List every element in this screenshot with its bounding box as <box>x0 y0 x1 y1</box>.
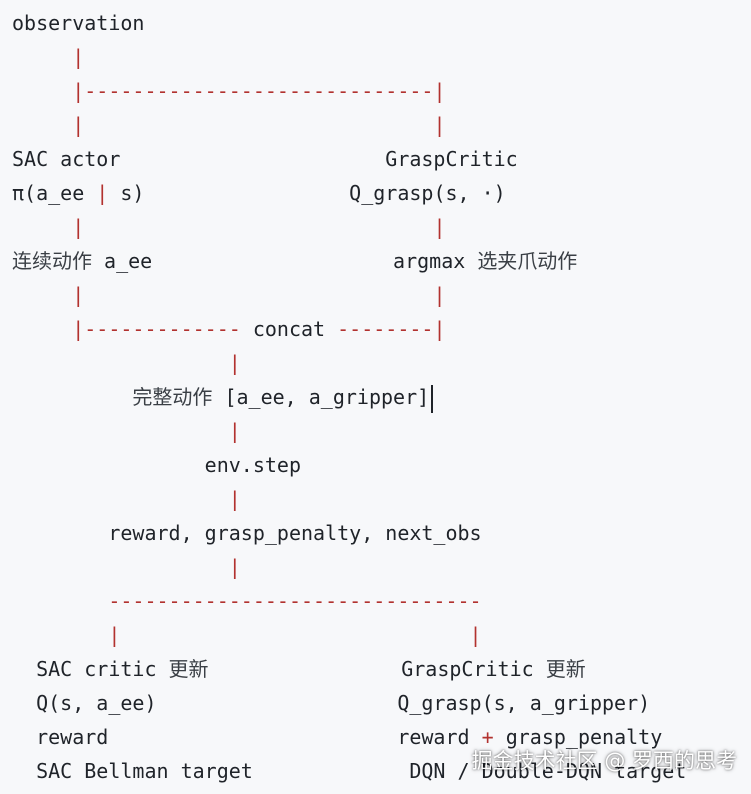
connector: | <box>228 555 241 579</box>
diagram-text: 更新 <box>168 657 209 681</box>
diagram-text: a_ee argmax <box>92 249 478 273</box>
diagram-line: SAC critic 更新 GraspCritic 更新 <box>12 652 586 686</box>
diagram-text: reward, grasp_penalty, next_obs <box>12 521 482 545</box>
diagram-text <box>12 113 72 137</box>
diagram-line: | | <box>12 210 446 244</box>
diagram-text: Q(s, a_ee) Q_grasp(s, a_gripper) <box>12 691 651 715</box>
diagram-line: SAC Bellman target DQN / Double-DQN targ… <box>12 754 686 788</box>
diagram-line: | <box>12 550 241 584</box>
diagram-text: 选夹爪动作 <box>477 249 578 273</box>
diagram-text: concat <box>252 317 326 341</box>
diagram-line: ------------------------------- <box>12 584 482 618</box>
diagram-text: 连续动作 <box>12 249 92 273</box>
connector: | <box>228 487 241 511</box>
connector: | <box>228 419 241 443</box>
diagram-line: |------------- concat --------| <box>12 312 446 346</box>
connector: ------------------------------- <box>108 589 482 613</box>
diagram-text <box>12 589 108 613</box>
diagram-text <box>12 385 132 409</box>
diagram-text: SAC Bellman target DQN / Double-DQN targ… <box>12 759 687 783</box>
diagram-text <box>12 487 229 511</box>
watermark: 掘金技术社区 @ 罗西的思考 <box>471 749 737 773</box>
connector: | <box>228 351 241 375</box>
diagram-text: grasp_penalty <box>493 725 663 749</box>
connector: |------------- <box>72 317 253 341</box>
diagram-text: env.step <box>12 453 301 477</box>
diagram-text: reward reward <box>12 725 482 749</box>
connector: | | <box>72 283 446 307</box>
diagram-text: observation <box>12 11 145 35</box>
connector: |-----------------------------| <box>72 79 446 103</box>
diagram-line: |-----------------------------| <box>12 74 446 108</box>
diagram-line: 连续动作 a_ee argmax 选夹爪动作 <box>12 244 577 278</box>
connector: | <box>96 181 109 205</box>
diagram-text: 完整动作 <box>132 385 213 409</box>
diagram-text: SAC critic <box>12 657 169 681</box>
diagram-text <box>12 79 72 103</box>
diagram-line: | <box>12 40 84 74</box>
connector: | <box>72 45 85 69</box>
diagram-text <box>12 45 72 69</box>
diagram-line: | | <box>12 618 482 652</box>
text-cursor <box>431 384 433 413</box>
diagram-line: SAC actor GraspCritic <box>12 142 518 176</box>
diagram-line: π(a_ee | s) Q_grasp(s, ·) <box>12 176 506 210</box>
connector: --------| <box>325 317 446 341</box>
connector: | | <box>72 215 446 239</box>
diagram-line: Q(s, a_ee) Q_grasp(s, a_gripper) <box>12 686 650 720</box>
connector: | | <box>72 113 446 137</box>
diagram-text: SAC actor GraspCritic <box>12 147 518 171</box>
diagram-line: | <box>12 414 241 448</box>
diagram-line: 完整动作 [a_ee, a_gripper] <box>12 380 433 414</box>
diagram-line: | <box>12 482 241 516</box>
diagram-line: | <box>12 346 241 380</box>
diagram-line: | | <box>12 278 446 312</box>
diagram-line: reward, grasp_penalty, next_obs <box>12 516 482 550</box>
diagram-line: observation <box>12 6 144 40</box>
diagram-text <box>12 623 108 647</box>
diagram-text <box>12 419 229 443</box>
diagram-text: [a_ee, a_gripper] <box>212 385 430 409</box>
connector: | | <box>108 623 482 647</box>
diagram-text: π(a_ee <box>12 181 97 205</box>
diagram-text: 更新 <box>545 657 586 681</box>
diagram-text <box>12 317 72 341</box>
diagram-text: s) Q_grasp(s, ·) <box>108 181 506 205</box>
diagram-text <box>12 283 72 307</box>
connector: + <box>481 725 494 749</box>
diagram-line: reward reward + grasp_penalty <box>12 720 662 754</box>
diagram-line: env.step <box>12 448 301 482</box>
diagram-text <box>12 351 229 375</box>
diagram-text <box>12 555 229 579</box>
diagram-text: GraspCritic <box>208 657 546 681</box>
diagram-text <box>12 215 72 239</box>
diagram-line: | | <box>12 108 446 142</box>
